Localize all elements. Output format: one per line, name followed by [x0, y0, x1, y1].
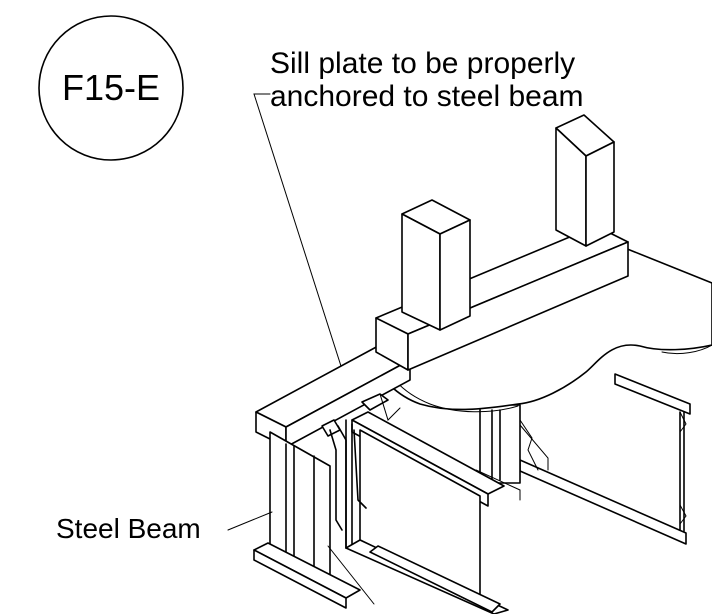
figure-id-circle	[38, 15, 184, 161]
steel-beam-leader	[227, 511, 273, 531]
figure-id-text: F15-E	[62, 67, 160, 108]
left-steel-beam	[253, 431, 361, 609]
beam-connection-tabs	[321, 419, 367, 549]
wall-stud-left	[401, 199, 471, 331]
callout-line-1: Sill plate to be properly	[270, 47, 575, 80]
figure-id-badge: F15-E	[38, 15, 184, 161]
steel-beam-leader-2	[327, 545, 375, 605]
front-steel-beam	[345, 411, 509, 614]
middle-steel-beam	[475, 404, 539, 501]
rear-steel-beam	[519, 373, 691, 545]
wall-stud-right	[555, 114, 615, 247]
callout-leader-line	[253, 93, 349, 389]
anchor-clip	[361, 393, 401, 421]
steel-beam-label: Steel Beam	[56, 513, 201, 544]
callout-line-2: anchored to steel beam	[270, 80, 584, 113]
